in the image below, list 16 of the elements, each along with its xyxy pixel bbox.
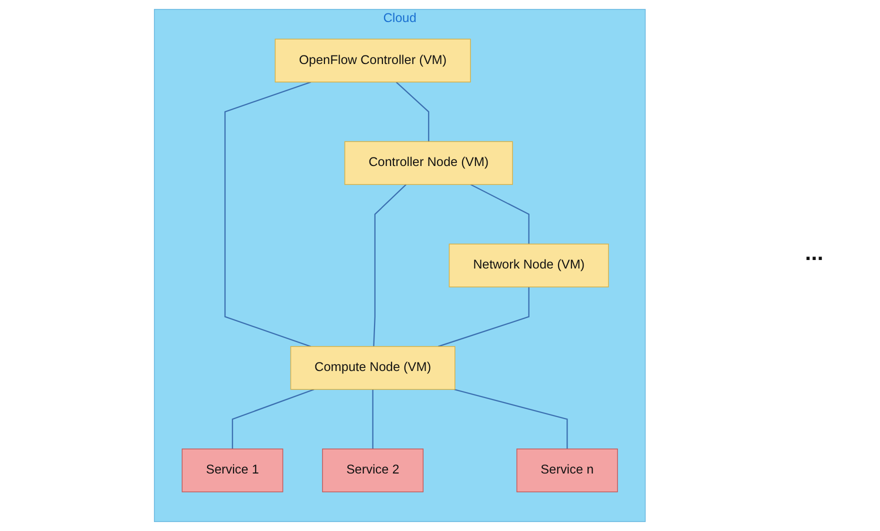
connector xyxy=(454,388,568,449)
connector xyxy=(470,184,530,244)
node-box: Controller Node (VM) xyxy=(344,141,514,185)
node-box: Service 1 xyxy=(182,448,284,492)
node-box: Compute Node (VM) xyxy=(290,346,456,390)
connector xyxy=(372,389,374,449)
node-box: Service 2 xyxy=(322,448,424,492)
connector xyxy=(396,82,430,142)
node-box: OpenFlow Controller (VM) xyxy=(274,38,471,82)
ellipsis-label: ... xyxy=(805,240,824,266)
connector xyxy=(373,184,407,347)
connector xyxy=(232,388,314,449)
connector xyxy=(224,81,312,348)
node-box: Service n xyxy=(516,448,618,492)
connector xyxy=(438,286,530,348)
node-box: Network Node (VM) xyxy=(449,244,610,288)
